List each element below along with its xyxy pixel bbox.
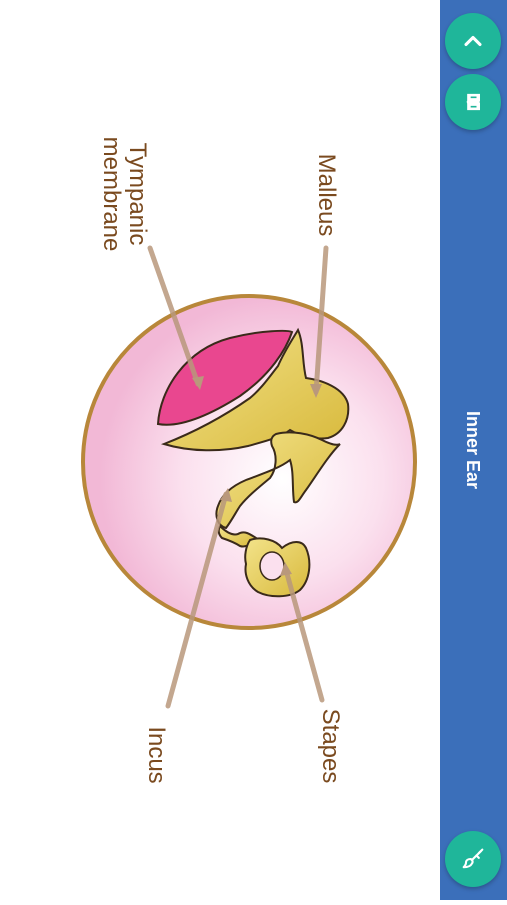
scroll-up-button[interactable] [445, 13, 501, 69]
incus-leader-line [165, 491, 229, 709]
incus-arrowhead [220, 488, 232, 502]
chevron-up-icon [464, 35, 482, 47]
label-stapes: Stapes [317, 708, 344, 784]
malleus-arrowhead [310, 384, 322, 398]
malleus-leader-line [313, 245, 329, 395]
sidebar-title: Inner Ear [463, 410, 483, 490]
label-incus: Incus [143, 726, 170, 784]
zoom-circle [81, 294, 417, 630]
ossicles-illustration [81, 245, 417, 709]
tympanic-membrane-shape [156, 329, 294, 426]
label-tympanic-line2: membrane [98, 136, 125, 252]
label-tympanic-line1: Tympanic [124, 142, 151, 246]
book-icon [466, 93, 480, 111]
malleus-shape [160, 327, 350, 452]
brush-icon [462, 848, 484, 869]
middle-ear-diagram: Malleus Tympanic membrane Incus Stapes [81, 124, 417, 784]
book-button[interactable] [445, 74, 501, 130]
label-tympanic-membrane: Tympanic membrane [98, 124, 151, 264]
stapes-leader-line [283, 567, 325, 703]
sidebar: Inner Ear [440, 0, 507, 900]
brush-button[interactable] [445, 831, 501, 887]
tympanic-leader-line [147, 245, 201, 387]
tympanic-arrowhead [192, 376, 204, 390]
stapes-arrowhead [280, 562, 292, 576]
label-malleus: Malleus [313, 153, 340, 237]
incus-shape [215, 431, 341, 530]
